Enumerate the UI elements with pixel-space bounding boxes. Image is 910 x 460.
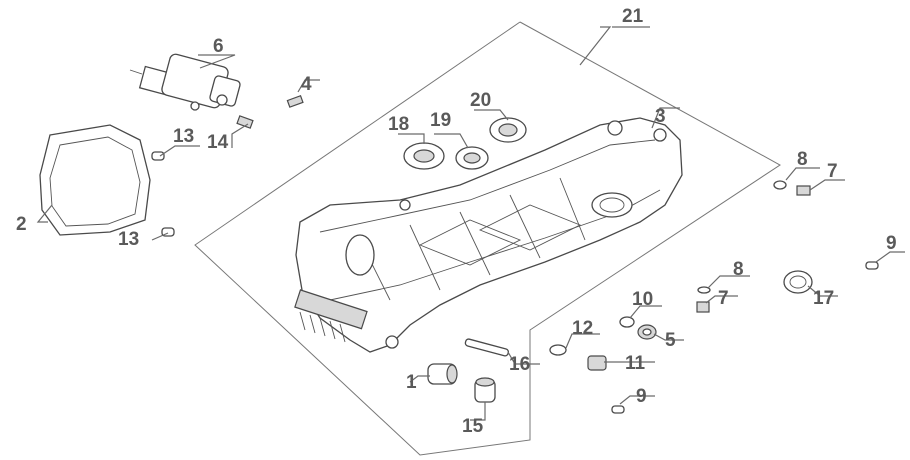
bushing-1 [427, 363, 458, 385]
label-8-upper: 8 [797, 149, 808, 170]
leader-lines [36, 26, 905, 421]
label-20: 20 [470, 90, 491, 111]
bolt-14 [236, 115, 254, 129]
gasket [39, 124, 151, 236]
cap-5 [637, 324, 657, 340]
bolt-7-upper [796, 185, 811, 196]
washer-12 [549, 344, 567, 356]
plug-11 [587, 355, 607, 371]
label-5: 5 [665, 330, 676, 351]
label-6: 6 [213, 36, 224, 57]
bolt-7-lower [696, 301, 710, 313]
label-12: 12 [572, 318, 593, 339]
label-10: 10 [632, 289, 653, 310]
washer-8-upper [773, 180, 787, 190]
pin-9-upper [865, 261, 879, 270]
bearing-18 [403, 142, 445, 170]
label-16: 16 [509, 354, 530, 375]
starter-motor [129, 53, 241, 111]
label-18: 18 [388, 114, 409, 135]
pin-9-lower [611, 405, 625, 414]
label-17: 17 [813, 288, 834, 309]
label-14: 14 [207, 132, 229, 153]
dowel-13-upper [151, 151, 165, 161]
label-4: 4 [301, 74, 312, 95]
label-3: 3 [655, 106, 666, 127]
label-1: 1 [406, 372, 417, 393]
crankcase [294, 117, 683, 353]
label-13-upper: 13 [173, 126, 194, 147]
bushing-15 [474, 377, 496, 403]
label-21: 21 [622, 6, 644, 27]
label-9-upper: 9 [886, 233, 897, 254]
assembly-frame [194, 21, 781, 456]
washer-8-lower [697, 286, 711, 294]
washer-10 [619, 316, 635, 328]
label-7-lower: 7 [718, 288, 729, 309]
shaft-16 [464, 338, 510, 357]
label-13-lower: 13 [118, 229, 139, 250]
label-2: 2 [16, 214, 27, 235]
label-15: 15 [462, 416, 484, 437]
bearing-19 [455, 146, 489, 170]
label-11: 11 [625, 353, 646, 374]
callout-labels: 21 6 4 3 13 14 2 13 18 19 20 8 7 9 8 7 1… [16, 6, 897, 437]
label-19: 19 [430, 110, 451, 131]
label-9-lower: 9 [636, 386, 647, 407]
bolt-4 [286, 95, 304, 108]
bearing-20 [489, 117, 527, 143]
label-8-lower: 8 [733, 259, 744, 280]
oil-seal-17 [783, 270, 813, 294]
label-7-upper: 7 [827, 161, 838, 182]
